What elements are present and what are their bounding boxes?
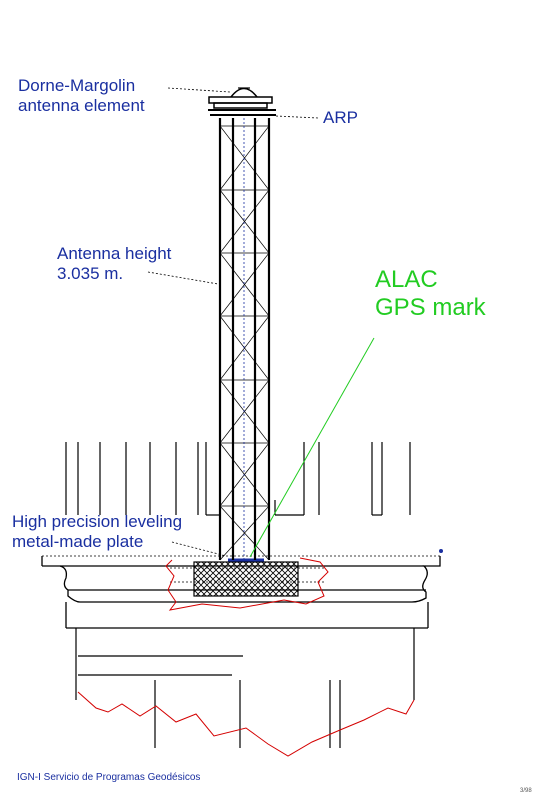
mark-pointer — [249, 337, 375, 558]
gps-mark-label-line-1: ALAC — [375, 266, 438, 293]
building-parapet — [65, 442, 411, 516]
mast-lattice — [219, 125, 270, 561]
leveling-plate-label-line-2: metal-made plate — [12, 532, 144, 551]
antenna-element — [208, 87, 276, 116]
footer-credit: IGN-I Servicio de Programas Geodésicos — [17, 772, 201, 783]
gps-mark-label: ALAC GPS mark — [375, 266, 486, 322]
antenna-element-label-line-1: Dorne-Margolin — [18, 76, 136, 95]
leveling-plate-label: High precision leveling metal-made plate — [12, 512, 182, 552]
red-outlines — [77, 557, 415, 757]
antenna-height-label-line-1: Antenna height — [57, 244, 172, 263]
leveling-plate-label-line-1: High precision leveling — [12, 512, 183, 531]
antenna-element-label-line-2: antenna element — [18, 96, 145, 115]
antenna-height-label-line-2: 3.035 m. — [57, 264, 124, 283]
lower-walls — [75, 628, 415, 748]
leader-lines — [147, 87, 319, 557]
page-mark: 3/98 — [520, 788, 532, 794]
antenna-mast — [218, 118, 271, 560]
gps-mark-label-line-2: GPS mark — [375, 294, 486, 321]
antenna-height-label: Antenna height 3.035 m. — [57, 244, 171, 284]
arp-label: ARP — [323, 108, 358, 127]
concrete-base — [193, 561, 299, 597]
antenna-element-label: Dorne-Margolin antenna element — [18, 76, 145, 116]
point-marker — [439, 549, 443, 553]
